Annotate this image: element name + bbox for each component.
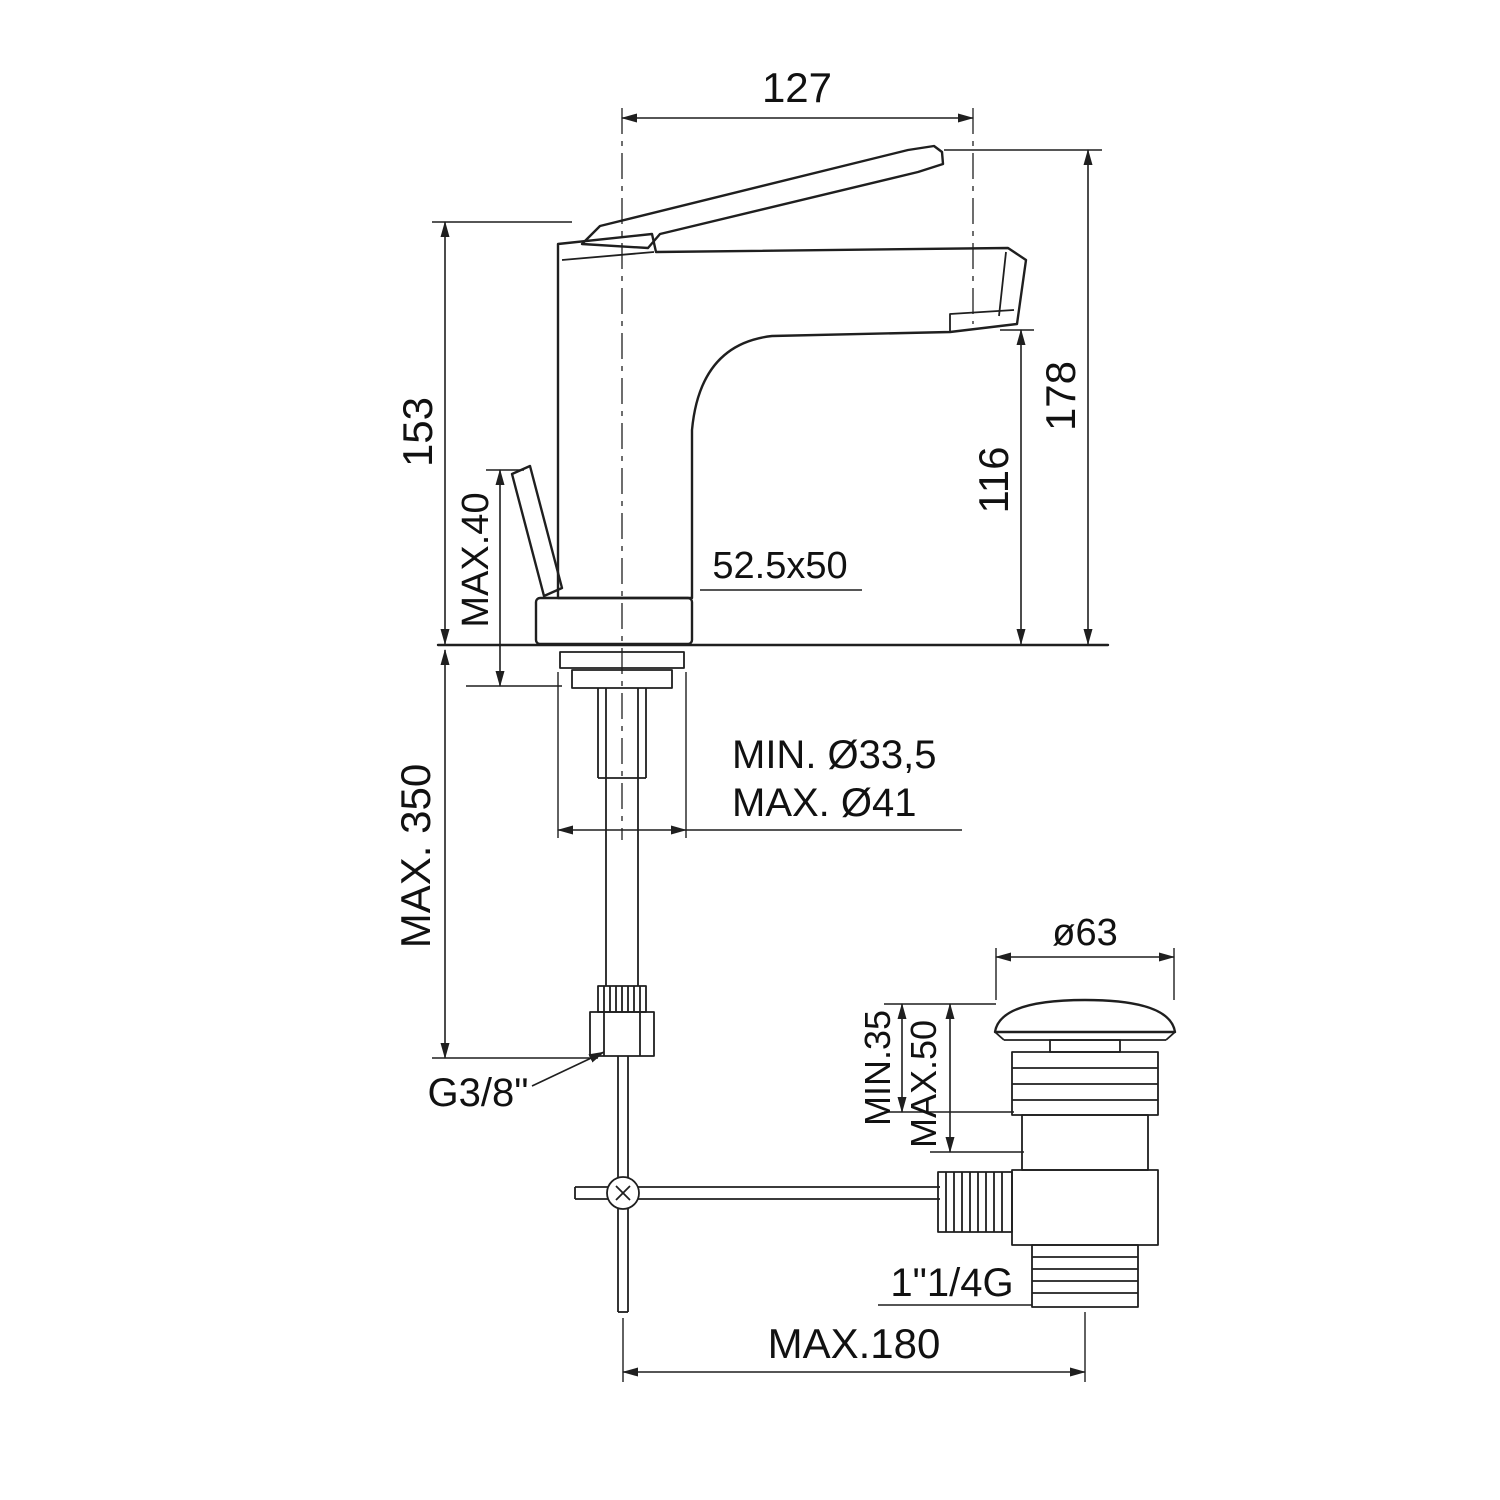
aerator-detail [949, 309, 1015, 332]
dim-max350-label: MAX. 350 [392, 764, 439, 948]
supply-connector-g38 [589, 985, 655, 1057]
dim-127-label: 127 [762, 64, 832, 111]
spout-tip-inner-line [998, 251, 1007, 317]
dim-hole-min-label: MIN. Ø33,5 [732, 733, 937, 777]
base-escutcheon [534, 596, 694, 646]
faucet-body [436, 144, 1110, 647]
drain-thread-label: 1"1/4G [890, 1261, 1013, 1305]
dimension-labels: 127 153 MAX.40 52.5x50 178 116 MIN. Ø33,… [392, 64, 1118, 1367]
side-lever-detail [510, 464, 564, 598]
drain-side-knurl [937, 1171, 1013, 1233]
dim-min35-label: MIN.35 [857, 1010, 898, 1126]
drain-cap-dome [993, 998, 1177, 1034]
dim-base-label: 52.5x50 [712, 545, 847, 587]
drain-lower-body [1011, 1169, 1159, 1246]
dim-178-label: 178 [1037, 361, 1084, 431]
drain-cap-stem [1049, 1039, 1121, 1053]
mounting-hardware [559, 651, 685, 986]
drain-cap-diameter-label: ø63 [1052, 912, 1117, 954]
supply-thread-label: G3/8" [428, 1071, 529, 1115]
connector-nut [589, 1011, 655, 1057]
dim-max50-label: MAX.50 [903, 1020, 944, 1148]
extension-lines [432, 108, 1175, 1382]
cartridge-line [561, 251, 655, 261]
dim-153-label: 153 [394, 397, 441, 467]
leader-g38 [531, 1051, 605, 1087]
drain-mid-body [1021, 1114, 1149, 1171]
dim-hole-max-label: MAX. Ø41 [732, 781, 917, 825]
pop-up-waste [937, 998, 1177, 1308]
faucet-lever [580, 144, 945, 250]
drain-tailpiece [1031, 1244, 1139, 1308]
faucet-outline-path [556, 232, 1028, 600]
dim-max180-label: MAX.180 [768, 1320, 941, 1367]
dim-max40-label: MAX.40 [455, 492, 497, 627]
dimension-lines [440, 113, 1175, 1377]
pop-up-linkage [574, 1056, 940, 1313]
dim-116-label: 116 [970, 447, 1017, 514]
